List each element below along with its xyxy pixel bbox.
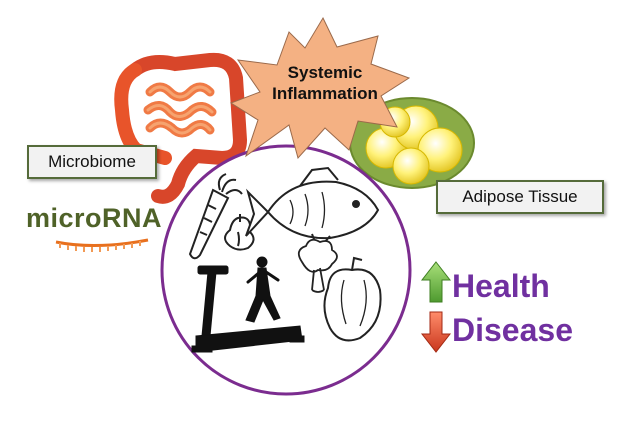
fish-icon: [245, 166, 380, 252]
bell-pepper-icon: [323, 256, 382, 342]
burst-label-line2: Inflammation: [272, 84, 378, 103]
inflammation-burst: [229, 16, 411, 160]
microbiome-label: Microbiome: [27, 145, 157, 179]
disease-label: Disease: [452, 312, 573, 348]
health-label: Health: [452, 268, 550, 304]
adipose-tissue-label: Adipose Tissue: [436, 180, 604, 214]
broccoli-icon: [297, 238, 338, 293]
intestine-icon: [114, 52, 248, 204]
arrow-down-icon: [420, 311, 452, 353]
carrot-icon: [188, 173, 243, 260]
burst-label: Systemic Inflammation: [250, 62, 400, 104]
microrna-label: microRNA: [26, 203, 163, 233]
rna-strand-icon: [55, 238, 149, 252]
burst-label-line1: Systemic: [287, 63, 363, 82]
arrow-up-icon: [420, 261, 452, 303]
treadmill-runner-icon: [191, 256, 305, 353]
